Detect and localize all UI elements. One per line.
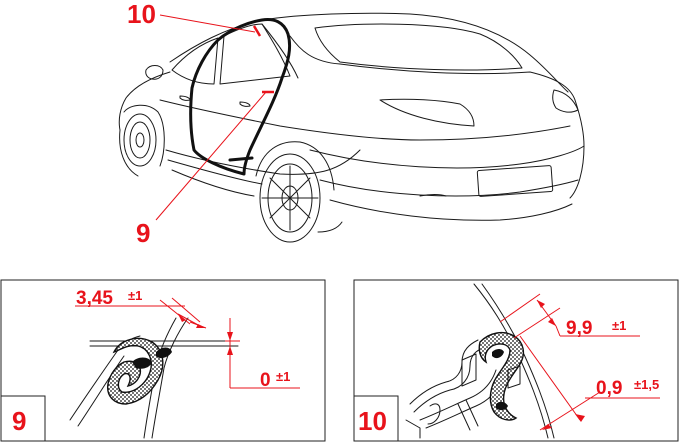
panel-9-dim-a-tolerance: ±1: [128, 288, 142, 303]
car-rear-wheel: [259, 153, 321, 243]
panel-9-dim-b-tolerance: ±1: [276, 369, 290, 384]
callouts: 10 9: [127, 0, 267, 248]
seal-profile-10: [478, 331, 525, 421]
car-front-wheel: [123, 113, 157, 167]
car-rear-door-window: [219, 23, 291, 85]
car-rear-window: [314, 23, 523, 71]
panel-10-number: 10: [358, 406, 387, 436]
car-side-body: [159, 99, 571, 141]
car-tail-light-left: [379, 98, 475, 127]
panel-9-dim-a-value: 3,45: [76, 288, 113, 309]
car-license-plate: [476, 165, 554, 197]
panel-10-number-box: [353, 395, 399, 442]
panel-10-dim-b-value: 0,9: [596, 378, 622, 399]
car-tail-light-right: [552, 89, 579, 113]
detail-panel-9: 3,45 ±1 0 ±1 9: [0, 279, 326, 442]
panel-9-number-box: [0, 395, 46, 442]
door-seal-line: [189, 18, 292, 176]
car-roof-outline: [169, 12, 569, 93]
panel-9-dim-b-value: 0: [260, 370, 271, 391]
callout-10-label: 10: [127, 0, 156, 29]
panel-9-number: 9: [12, 406, 26, 436]
seal-profile-9: [107, 337, 164, 405]
car-illustration: [118, 12, 585, 243]
detail-panel-10: 9,9 ±1 0,9 ±1,5 10: [353, 279, 679, 442]
callout-9-label: 9: [136, 218, 150, 248]
car-mirror: [145, 65, 164, 80]
car-front-window: [171, 37, 219, 85]
callout-9-leader: [155, 91, 267, 221]
panel-10-dim-b-tolerance: ±1,5: [634, 377, 659, 392]
panel-10-dim-a-value: 9,9: [566, 318, 592, 339]
callout-10-leader: [159, 14, 256, 33]
panel-10-dim-a-tolerance: ±1: [612, 318, 626, 333]
panel-10-frame: [353, 279, 679, 442]
panel-9-frame: [0, 279, 326, 442]
